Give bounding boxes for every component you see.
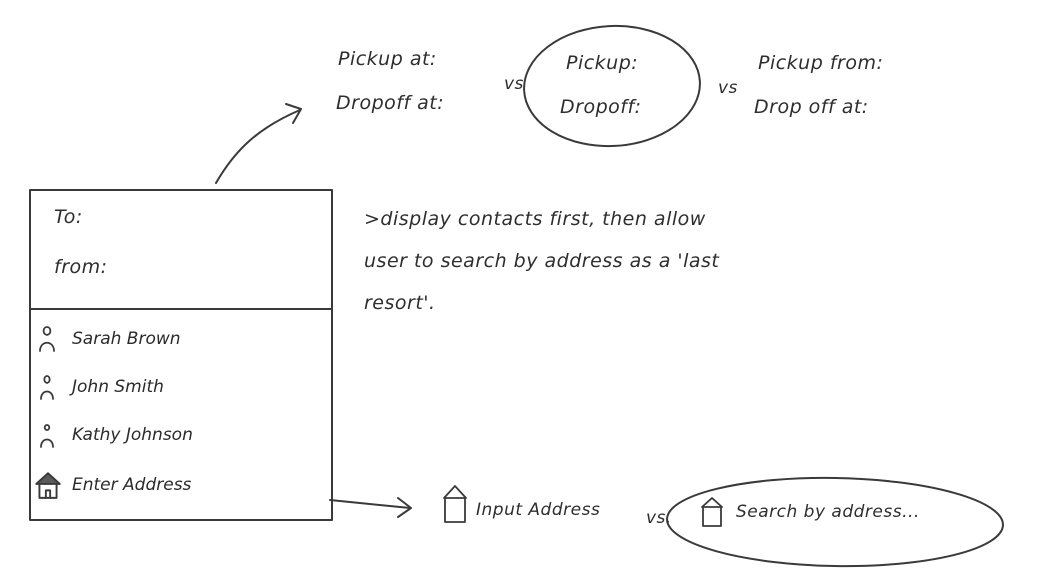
vs-label-2: vs — [718, 78, 738, 98]
enter-address-label: Enter Address — [72, 475, 192, 495]
contact-name: Kathy Johnson — [72, 425, 193, 445]
option-b-dropoff: Dropoff: — [560, 96, 642, 118]
person-icon — [40, 375, 54, 400]
option-input-address: Input Address — [476, 500, 601, 520]
option-a-pickup: Pickup at: — [338, 48, 437, 70]
arrow-up-curve — [215, 109, 301, 184]
design-note: >display contacts first, then allow user… — [364, 208, 720, 314]
house-icon — [701, 497, 723, 527]
option-b-pickup: Pickup: — [566, 52, 639, 74]
person-icon — [40, 424, 54, 448]
arrow-right-head — [397, 497, 412, 518]
selection-circle-top — [523, 24, 701, 148]
contact-name: John Smith — [72, 377, 164, 397]
option-search-by-address: Search by address... — [736, 502, 920, 522]
option-a-dropoff: Dropoff at: — [336, 92, 445, 114]
selection-circle-bottom — [666, 476, 1004, 568]
contact-item-john-smith[interactable]: John Smith — [36, 370, 164, 404]
arrow-up-head — [285, 103, 302, 124]
contact-item-sarah-brown[interactable]: Sarah Brown — [36, 322, 181, 356]
arrow-right-line — [329, 499, 411, 509]
house-icon — [443, 485, 467, 523]
option-c-pickup: Pickup from: — [758, 52, 884, 74]
person-icon — [39, 326, 55, 352]
vs-label-1: vs — [504, 74, 524, 94]
from-field-label: from: — [54, 256, 108, 278]
form-box — [29, 189, 333, 521]
vs-label-3: vs. — [646, 508, 672, 528]
contact-name: Sarah Brown — [72, 329, 181, 349]
option-c-dropoff: Drop off at: — [754, 96, 869, 118]
to-field-label: To: — [54, 206, 83, 228]
house-icon — [35, 472, 61, 499]
enter-address-item[interactable]: Enter Address — [34, 468, 191, 502]
contact-item-kathy-johnson[interactable]: Kathy Johnson — [36, 418, 193, 452]
